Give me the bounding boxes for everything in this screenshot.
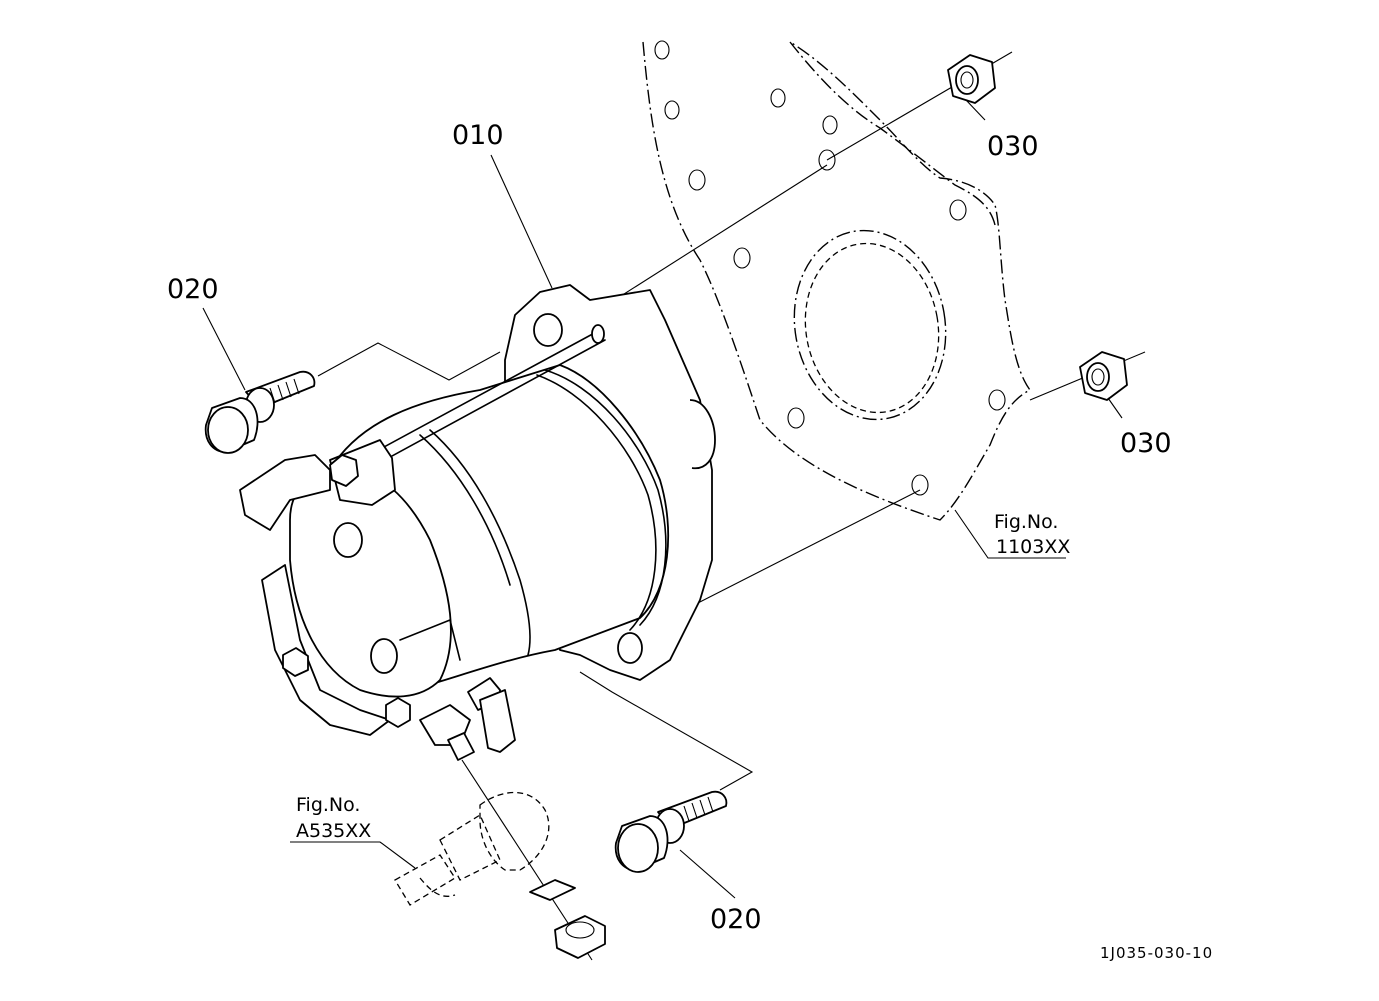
nut-upper [947,54,996,104]
nut-lower [1079,351,1128,401]
fig-ref-label-harness: Fig.No. [296,794,360,816]
bolt-upper [204,370,316,454]
callout-020-upper: 020 [167,274,219,305]
drawing-number: 1J035-030-10 [1100,944,1213,962]
callout-020-lower: 020 [710,904,762,935]
fig-ref-number-harness: A535XX [296,820,371,842]
callout-030-upper: 030 [987,131,1039,162]
wiring-connector [394,791,606,959]
starter-motor [239,284,716,761]
fig-ref-number-housing: 1103XX [996,536,1070,558]
flywheel-housing-outline [642,41,1032,521]
housing-bolt-holes [654,40,1006,496]
callout-010: 010 [452,120,504,151]
fig-ref-label-housing: Fig.No. [994,511,1058,533]
callout-leaders [202,99,1123,899]
callout-030-lower: 030 [1120,428,1172,459]
bolt-lower [614,790,728,873]
